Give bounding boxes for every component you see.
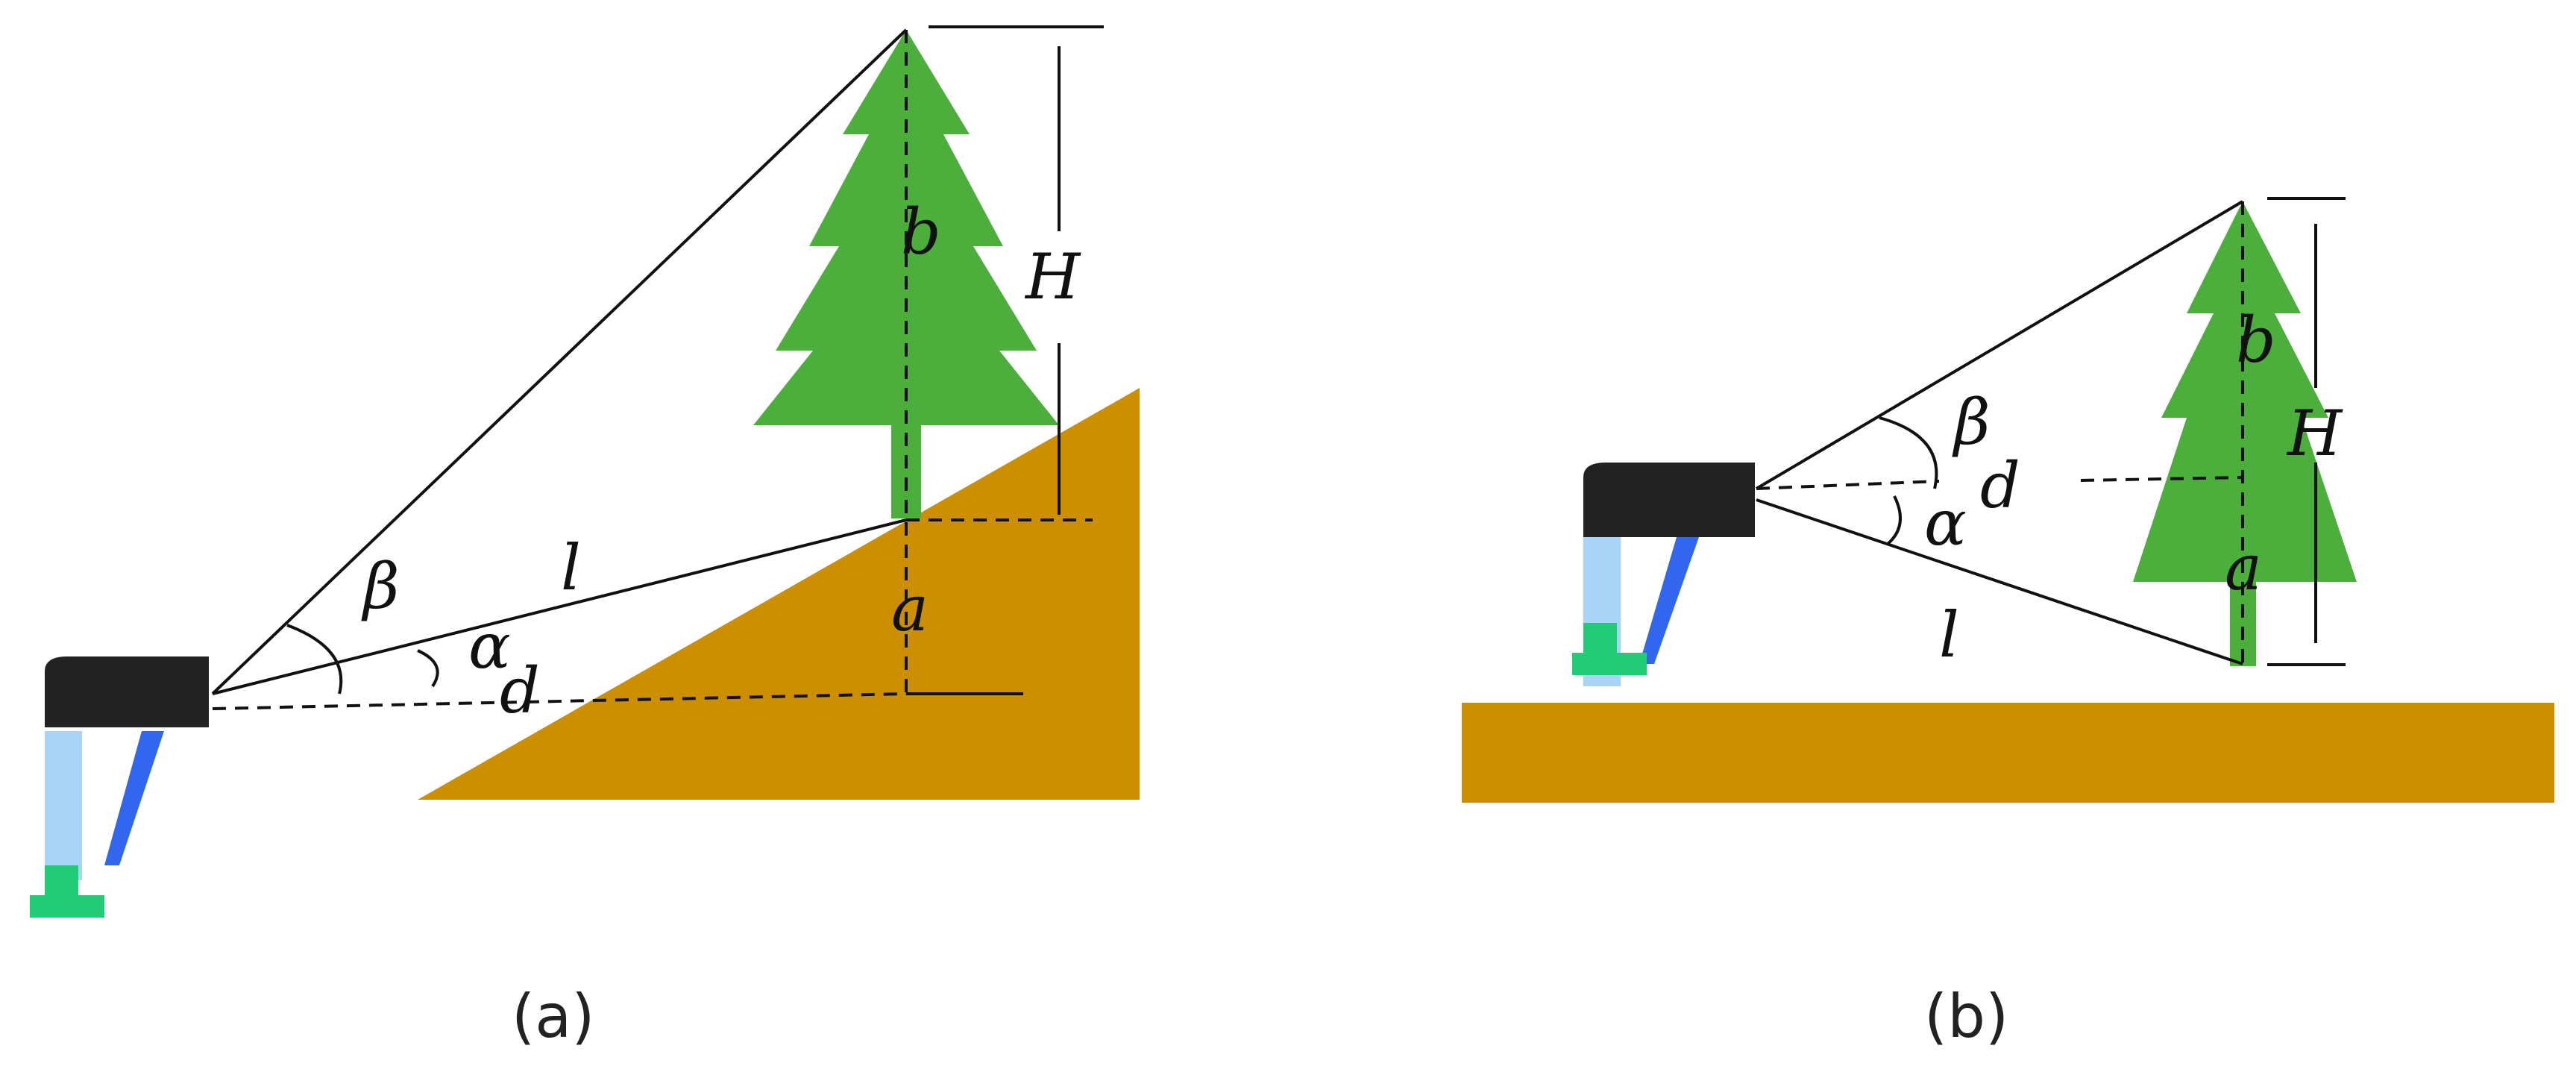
caption-b: (b) — [1924, 982, 2008, 1051]
label-a-b: a — [2225, 531, 2262, 604]
caption-a: (a) — [512, 982, 594, 1051]
label-H-b: H — [2286, 397, 2343, 470]
label-alpha-a: α — [468, 609, 511, 683]
rangefinder-device-a — [30, 656, 209, 918]
label-alpha-b: α — [1924, 486, 1967, 560]
label-d-a: d — [500, 654, 540, 727]
label-l-a: l — [561, 531, 581, 604]
label-d-b: d — [1980, 449, 2020, 522]
slope-ground — [418, 388, 1140, 800]
rangefinder-device-b — [1572, 463, 1755, 686]
label-b-b: b — [2236, 304, 2276, 377]
label-b-a: b — [901, 195, 941, 269]
panel-b: H b a l d α β (b) — [1462, 197, 2554, 1051]
label-beta-b: β — [1952, 386, 1991, 459]
label-beta-a: β — [361, 550, 400, 623]
label-l-b: l — [1939, 598, 1959, 671]
label-H-a: H — [1024, 240, 1081, 313]
flat-ground — [1462, 703, 2554, 803]
label-a-a: a — [891, 572, 929, 645]
panel-a: H b a l d α β (a) — [30, 25, 1140, 1051]
